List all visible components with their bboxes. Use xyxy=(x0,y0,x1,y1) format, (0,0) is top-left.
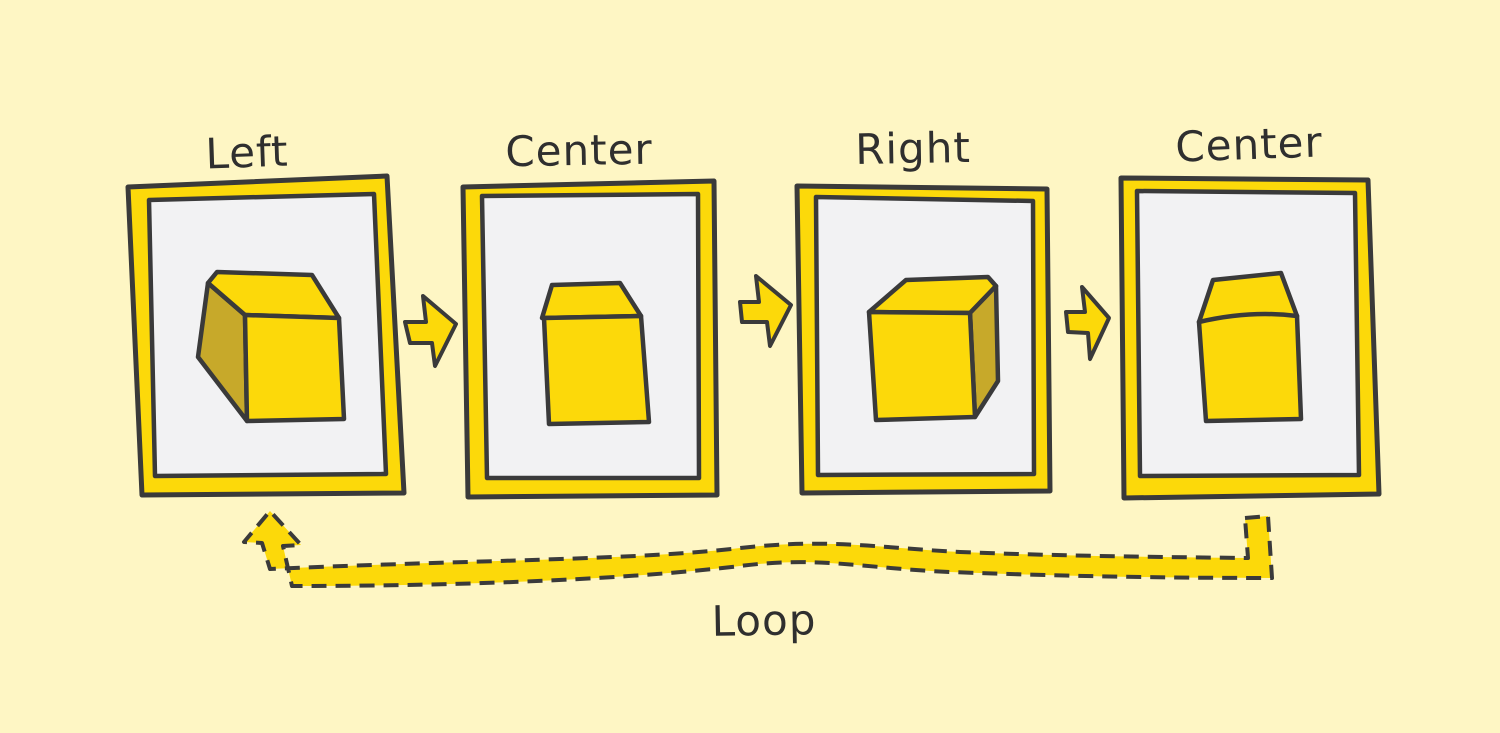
cube-right-view xyxy=(866,274,1001,423)
cube-front-face xyxy=(1196,311,1304,424)
cube-front-face xyxy=(866,309,978,423)
frame-2 xyxy=(460,178,720,500)
cube-front-face xyxy=(242,312,347,424)
frame-1 xyxy=(125,173,407,498)
frame-3-label: Right xyxy=(854,122,972,175)
frame-4-label: Center xyxy=(1174,117,1324,172)
frame-1-label: Left xyxy=(204,126,290,179)
cube-front-face xyxy=(541,313,652,427)
cube-top-face xyxy=(205,269,342,321)
cube-center-view-2 xyxy=(1196,270,1304,424)
frame-2-label: Center xyxy=(504,124,654,177)
cube-left-view xyxy=(195,269,347,424)
arrow-2 xyxy=(738,274,793,348)
frame-4 xyxy=(1118,175,1382,501)
loop-arrow-band xyxy=(242,509,1274,588)
arrow-1 xyxy=(403,294,458,368)
loop-arrow xyxy=(242,509,1274,588)
frame-3 xyxy=(794,183,1053,496)
cube-center-view-1 xyxy=(539,280,652,427)
loop-label: Loop xyxy=(711,595,817,646)
arrow-3 xyxy=(1064,285,1111,361)
